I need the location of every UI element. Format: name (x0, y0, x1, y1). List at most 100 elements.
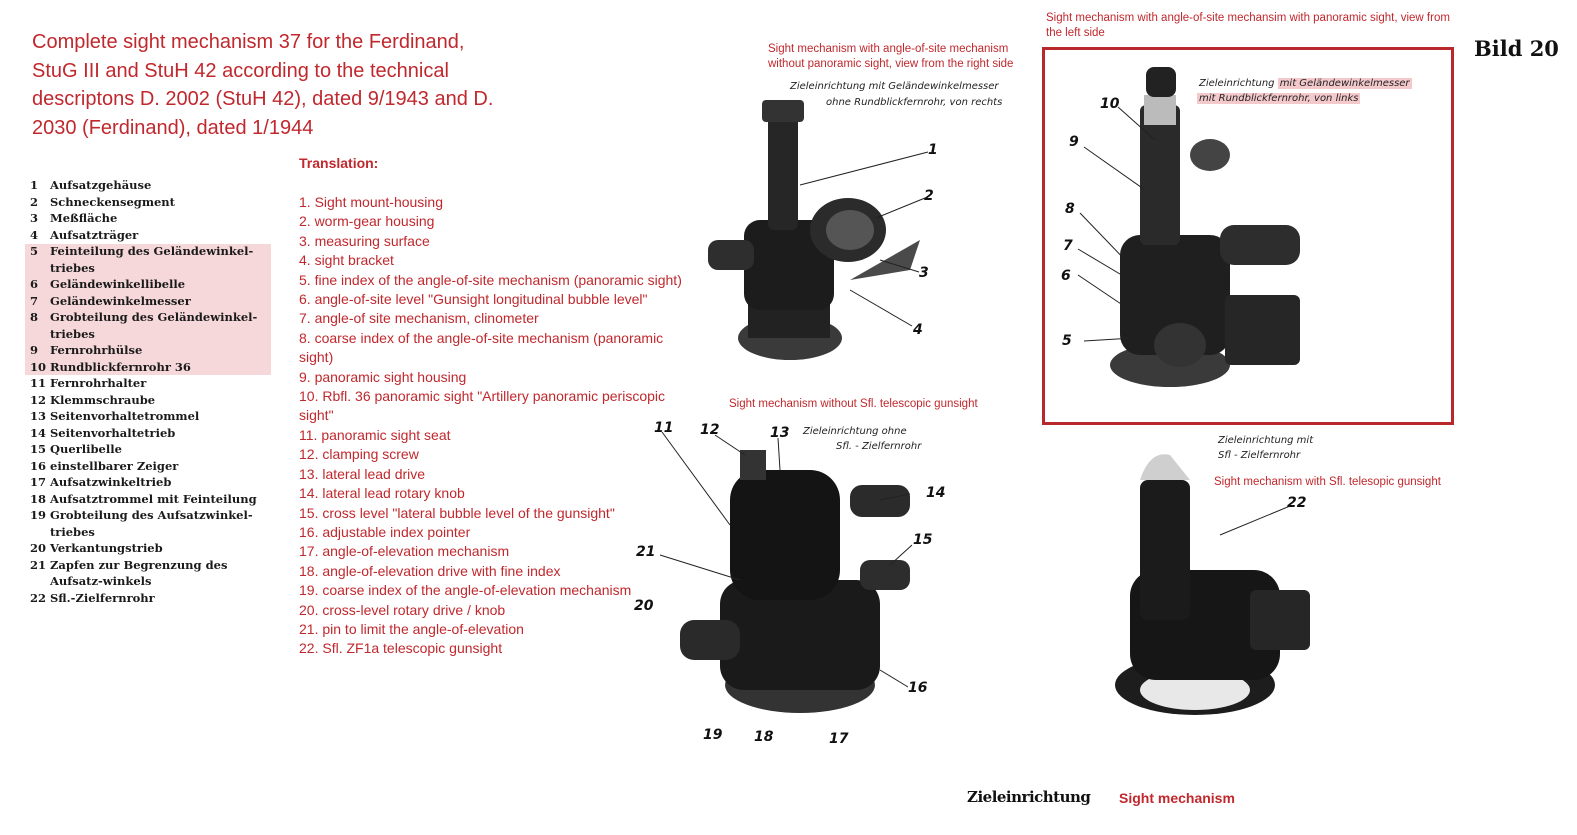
bottom-english-label: Sight mechanism (1119, 790, 1235, 806)
translation-item: 11. panoramic sight seat (299, 426, 451, 443)
german-caption-left-side-1a: Zieleinrichtung (1199, 78, 1275, 89)
translation-item: 18. angle-of-elevation drive with fine i… (299, 562, 561, 579)
callout-5: 5 (1062, 333, 1072, 349)
german-caption-without-sfl-1: Zieleinrichtung ohne (803, 426, 907, 437)
german-list-number: 7 (30, 293, 39, 308)
german-list-text: Querlibelle (50, 442, 122, 456)
callout-1: 1 (928, 142, 938, 158)
german-list-number: 3 (30, 211, 39, 225)
german-list-number: 13 (30, 409, 47, 423)
photo-sight-without-sfl (659, 431, 913, 713)
german-caption-left-side-1: Zieleinrichtung mit Geländewinkelmesser (1199, 77, 1412, 90)
callout-8: 8 (1065, 201, 1075, 217)
german-list-text: Geländewinkellibelle (50, 277, 186, 291)
translation-item: 19. coarse index of the angle-of-elevati… (299, 582, 632, 599)
german-list-text: einstellbarer Zeiger (50, 458, 179, 473)
translation-heading: Translation: (299, 155, 379, 171)
german-list-number: 18 (30, 491, 47, 506)
german-caption-right-side-1: Zieleinrichtung mit Geländewinkelmesser (790, 81, 999, 92)
callout-18: 18 (754, 729, 774, 745)
german-list-number: 10 (30, 359, 47, 374)
german-list-text: Aufsatztrommel mit Feinteilung (50, 491, 257, 506)
translation-item: 7. angle-of site mechanism, clinometer (299, 310, 539, 327)
callout-10: 10 (1100, 96, 1120, 112)
callout-13: 13 (770, 425, 790, 441)
photo-sight-left-side (1077, 67, 1300, 387)
german-list-number: 20 (30, 541, 47, 555)
translation-item: 4. sight bracket (299, 252, 394, 269)
photo-sight-right-side (708, 100, 929, 360)
caption-with-sfl: Sight mechanism with Sfl. telesopic guns… (1214, 476, 1441, 488)
translation-item: 12. clamping screw (299, 446, 419, 463)
german-list-number: 17 (30, 475, 47, 489)
german-list-text: Aufsatzwinkeltrieb (50, 475, 172, 489)
callout-7: 7 (1063, 238, 1073, 254)
german-list-item: 1 Aufsatzgehäuse (30, 177, 270, 194)
german-list-text: Meßfläche (50, 211, 118, 225)
german-list-text: Geländewinkelmesser (50, 293, 191, 308)
callout-6: 6 (1061, 268, 1071, 284)
german-caption-without-sfl-2: Sfl. - Zielfernrohr (836, 441, 922, 452)
translation-item: 9. panoramic sight housing (299, 368, 467, 385)
german-list-text: Verkantungstrieb (50, 541, 163, 555)
german-list-number: 21 (30, 557, 47, 572)
translation-item: 3. measuring surface (299, 232, 430, 249)
highlight-frame (1042, 47, 1454, 425)
german-list-number: 2 (30, 194, 39, 209)
callout-17: 17 (829, 731, 849, 747)
page-title: Complete sight mechanism 37 for the Ferd… (32, 31, 494, 139)
caption-left-side: Sight mechanism with angle-of-site mecha… (1046, 12, 1450, 39)
german-list-number: 4 (30, 227, 39, 242)
german-list-number: 15 (30, 442, 47, 456)
translation-item: 17. angle-of-elevation mechanism (299, 543, 510, 560)
german-list-number: 16 (30, 458, 47, 473)
german-list-text: Feinteilung des Geländewinkel-triebes (50, 244, 254, 275)
translation-item: 2. worm-gear housing (299, 213, 435, 230)
caption-without-sfl: Sight mechanism without Sfl. telescopic … (729, 398, 978, 410)
translation-item: 6. angle-of-site level "Gunsight longitu… (299, 291, 648, 308)
callout-3: 3 (919, 265, 929, 281)
callout-4: 4 (913, 322, 923, 338)
translation-item: 21. pin to limit the angle-of-elevation (299, 620, 524, 637)
german-list-text: Fernrohrhülse (50, 343, 143, 357)
callout-16: 16 (908, 680, 928, 696)
callout-12: 12 (700, 422, 720, 438)
translation-item: 13. lateral lead drive (299, 465, 426, 482)
german-list-number: 19 (30, 508, 47, 522)
german-list-text: Zapfen zur Begrenzung des Aufsatz-winkel… (50, 557, 228, 589)
german-list-number: 1 (30, 178, 39, 192)
translation-item: 16. adjustable index pointer (299, 523, 471, 540)
callout-14: 14 (926, 485, 946, 501)
german-list-number: 22 (30, 590, 47, 605)
german-list-text: Fernrohrhalter (50, 376, 147, 390)
figure-label: Bild 20 (1474, 36, 1559, 61)
german-list-number: 14 (30, 425, 47, 440)
german-list-text: Aufsatzgehäuse (50, 178, 152, 192)
german-list-text: Klemmschraube (50, 392, 156, 407)
german-caption-left-side-1b: mit Geländewinkelmesser (1277, 78, 1412, 89)
german-list-text: Grobteilung des Geländewinkel-triebes (50, 310, 258, 341)
german-list-number: 12 (30, 392, 47, 407)
translation-item: 20. cross-level rotary drive / knob (299, 601, 506, 618)
translation-item: 22. Sfl. ZF1a telescopic gunsight (299, 640, 503, 657)
german-list-text: Grobteilung des Aufsatzwinkel-triebes (50, 508, 253, 539)
callout-9: 9 (1069, 134, 1079, 150)
callout-21: 21 (636, 544, 656, 560)
